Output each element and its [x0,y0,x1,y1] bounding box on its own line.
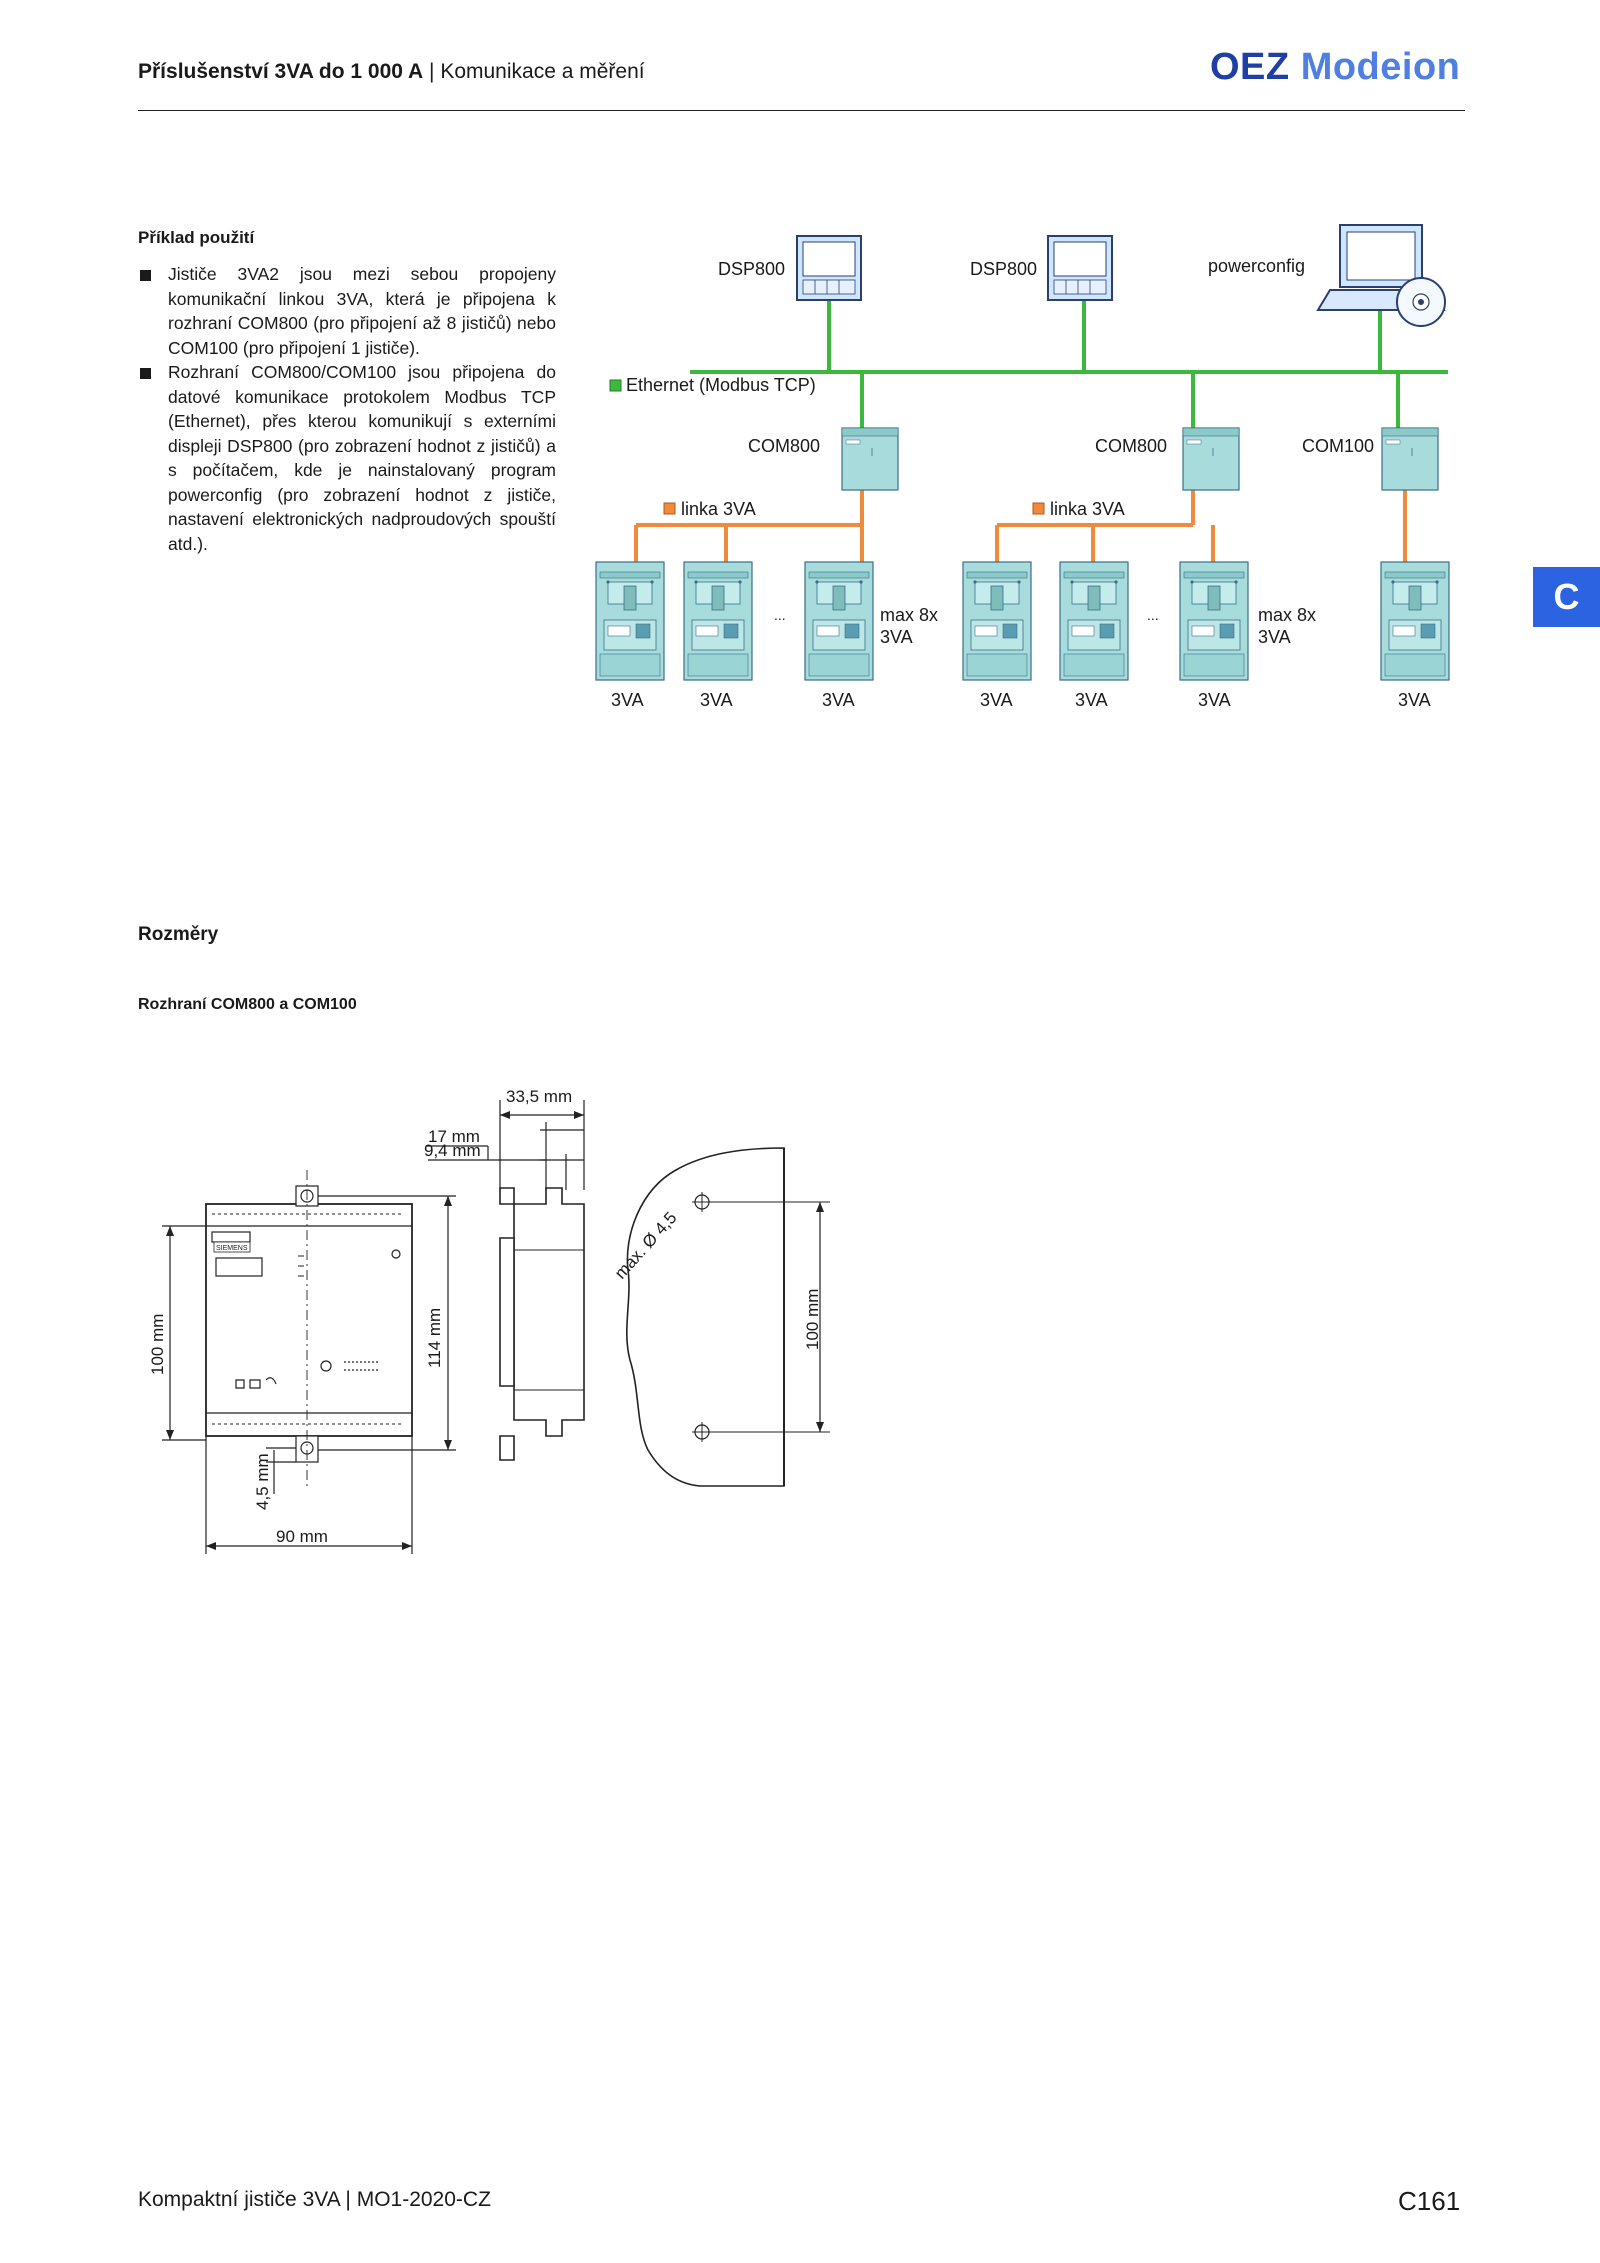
drilling-template [625,1147,785,1487]
linka-label-2: linka 3VA [1050,499,1125,519]
breaker-3va-3 [804,561,874,681]
max-label-1b: 3VA [880,627,913,647]
dimensions-subheading: Rozhraní COM800 a COM100 [138,996,357,1013]
dim-9-4-mm: 9,4 mm [424,1141,481,1160]
example-bullet-2: Rozhraní COM800/COM100 jsou připojena do… [138,360,556,556]
linka-label-1: linka 3VA [681,499,756,519]
ethernet-label: Ethernet (Modbus TCP) [626,375,816,395]
ethernet-lines [690,300,1448,428]
side-view [499,1187,585,1461]
powerconfig-label: powerconfig [1208,256,1305,276]
siemens-brand-text: SIEMENS [216,1245,248,1252]
dim-17-mm: 17 mm [428,1127,480,1146]
oez-modeion-logo: OEZ Modeion [1210,46,1461,88]
header-rule [138,110,1465,111]
com800-label-1: COM800 [748,436,820,456]
com800-label-2: COM800 [1095,436,1167,456]
cd-disc-icon [1396,277,1446,327]
breaker-3va-4 [962,561,1032,681]
dsp800-display-1 [796,235,862,301]
dimensions-heading: Rozměry [138,924,219,945]
breaker-label-3: 3VA [822,690,855,710]
dim-100-mm-left: 100 mm [148,1314,167,1375]
header-title-bold: Příslušenství 3VA do 1 000 A [138,60,424,83]
example-bullet-list: Jističe 3VA2 jsou mezi sebou propojeny k… [138,262,556,556]
com800-device-2 [1182,427,1240,491]
dim-90-mm: 90 mm [276,1527,328,1546]
dim-4-5-mm: 4,5 mm [253,1453,272,1510]
ellipsis-1: ... [774,607,786,623]
breaker-label-6: 3VA [1198,690,1231,710]
breaker-3va-6 [1179,561,1249,681]
linka-legend-swatch-2 [1032,502,1045,515]
example-bullet-1: Jističe 3VA2 jsou mezi sebou propojeny k… [138,262,556,360]
dsp800-display-2 [1047,235,1113,301]
breaker-label-5: 3VA [1075,690,1108,710]
chapter-tab-c: C [1533,567,1600,627]
com800-device-1 [841,427,899,491]
breaker-label-2: 3VA [700,690,733,710]
dim-33-5-mm: 33,5 mm [506,1087,572,1106]
dsp800-label-2: DSP800 [970,259,1037,279]
max-label-2b: 3VA [1258,627,1291,647]
example-heading: Příklad použití [138,228,255,247]
page-header-title: Příslušenství 3VA do 1 000 A | Komunikac… [138,60,645,84]
dim-100-mm-right: 100 mm [803,1289,822,1350]
linka-legend-swatch-1 [663,502,676,515]
breaker-label-7: 3VA [1398,690,1431,710]
header-separator: | [429,60,435,83]
max-label-2a: max 8x [1258,605,1316,625]
breaker-3va-1 [595,561,665,681]
com100-label: COM100 [1302,436,1374,456]
dimension-drawing: SIEMENS 33,5 mm 17 mm 9,4 mm 100 mm 114 … [148,1087,830,1554]
network-diagram: DSP800 DSP800 powerconfig Ethernet (Modb… [595,224,1450,710]
ellipsis-2: ... [1147,607,1159,623]
breaker-3va-5 [1059,561,1129,681]
dsp800-label-1: DSP800 [718,259,785,279]
ethernet-legend-swatch [609,379,622,392]
siemens-label-box [213,1241,251,1253]
footer-left: Kompaktní jističe 3VA | MO1-2020-CZ [138,2188,491,2211]
breaker-label-1: 3VA [611,690,644,710]
breaker-3va-7 [1380,561,1450,681]
header-title-rest: Komunikace a měření [440,60,645,83]
breaker-label-4: 3VA [980,690,1013,710]
dim-114-mm: 114 mm [425,1308,444,1368]
breaker-3va-2 [683,561,753,681]
max-label-1a: max 8x [880,605,938,625]
page-number: C161 [1398,2186,1461,2216]
linka-3va-lines [634,490,1407,562]
com100-device [1381,427,1439,491]
